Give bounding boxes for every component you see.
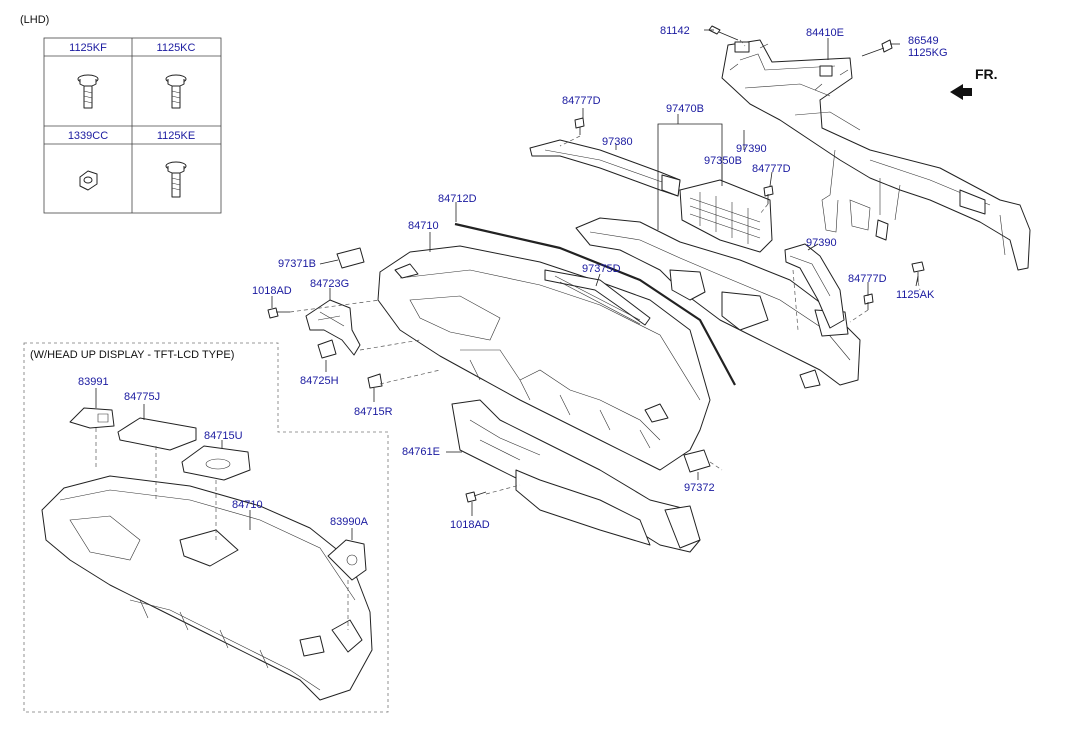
bolt-84777D-c — [863, 293, 874, 310]
part-labels: 81142 84410E 86549 1125KG 84777D 97470B … — [78, 25, 948, 531]
label-83990A: 83990A — [330, 516, 369, 528]
fastener-code-4: 1125KE — [157, 130, 195, 142]
leader-lines — [95, 29, 919, 540]
flange-bolt-icon — [77, 74, 99, 109]
label-1018AD-b: 1018AD — [450, 519, 490, 531]
fastener-code-1: 1125KF — [69, 42, 107, 54]
hud-box-title: (W/HEAD UP DISPLAY - TFT-LCD TYPE) — [30, 349, 234, 361]
flange-bolt-icon — [165, 74, 187, 109]
label-97390-b: 97390 — [806, 237, 837, 249]
label-86549: 86549 — [908, 35, 939, 47]
label-83991: 83991 — [78, 376, 109, 388]
side-duct-97380 — [529, 139, 681, 197]
nut-icon — [79, 170, 98, 191]
label-84712D: 84712D — [438, 193, 477, 205]
side-duct-97390 — [784, 243, 845, 329]
part-97371B — [336, 247, 365, 269]
assembly-lines — [289, 39, 921, 495]
label-1125KG: 1125KG — [908, 47, 948, 59]
center-vent-97350B — [679, 179, 773, 253]
main-air-duct — [575, 217, 861, 389]
front-direction-arrow: FR. — [950, 66, 998, 100]
cowl-cross-bar — [721, 39, 1031, 271]
label-84777D-a: 84777D — [562, 95, 601, 107]
variant-label: (LHD) — [20, 14, 49, 26]
label-97350B: 97350B — [704, 155, 742, 167]
flange-bolt-icon — [165, 161, 187, 198]
fastener-table: 1125KF 1125KC 1339CC 1125KE — [43, 37, 222, 214]
label-84723G: 84723G — [310, 278, 349, 290]
hud-variant-box: (W/HEAD UP DISPLAY - TFT-LCD TYPE) — [23, 342, 389, 713]
bolt-84777D-b — [763, 185, 774, 204]
label-84761E: 84761E — [402, 446, 440, 458]
screw-1018AD-a — [267, 307, 290, 319]
hud-crash-pad-84710 — [41, 475, 373, 701]
label-97380: 97380 — [602, 136, 633, 148]
lower-panel-84761E — [451, 399, 701, 553]
label-84777D-b: 84777D — [752, 163, 791, 175]
crash-pad-84710 — [377, 245, 711, 471]
bolt-1125AK — [911, 261, 925, 282]
part-84715U — [181, 445, 251, 481]
bolt-86549 — [861, 39, 893, 57]
label-84710-b: 84710 — [232, 499, 263, 511]
label-84710-a: 84710 — [408, 220, 439, 232]
label-84725H: 84725H — [300, 375, 339, 387]
part-83991 — [69, 407, 115, 429]
label-84410E: 84410E — [806, 27, 844, 39]
label-97375D: 97375D — [582, 263, 621, 275]
label-97371B: 97371B — [278, 258, 316, 270]
part-84775J — [117, 417, 197, 451]
label-81142: 81142 — [660, 25, 690, 37]
label-1125AK: 1125AK — [896, 289, 935, 301]
screw-1018AD-b — [465, 491, 487, 503]
vent-97372 — [683, 449, 711, 473]
label-97390-a: 97390 — [736, 143, 767, 155]
front-label: FR. — [975, 66, 998, 82]
bracket-84715R — [367, 373, 383, 389]
bracket-84725H — [317, 339, 337, 359]
label-97470B: 97470B — [666, 103, 704, 115]
bolt-84777D-a — [574, 117, 585, 135]
label-84715U: 84715U — [204, 430, 243, 442]
fastener-code-3: 1339CC — [68, 130, 108, 142]
label-84775J: 84775J — [124, 391, 160, 403]
fastener-code-2: 1125KC — [157, 42, 196, 54]
bolt-81142 — [708, 25, 739, 41]
label-1018AD-a: 1018AD — [252, 285, 292, 297]
bracket-84723G — [305, 299, 361, 356]
label-97372: 97372 — [684, 482, 715, 494]
label-84715R: 84715R — [354, 406, 393, 418]
label-84777D-c: 84777D — [848, 273, 887, 285]
